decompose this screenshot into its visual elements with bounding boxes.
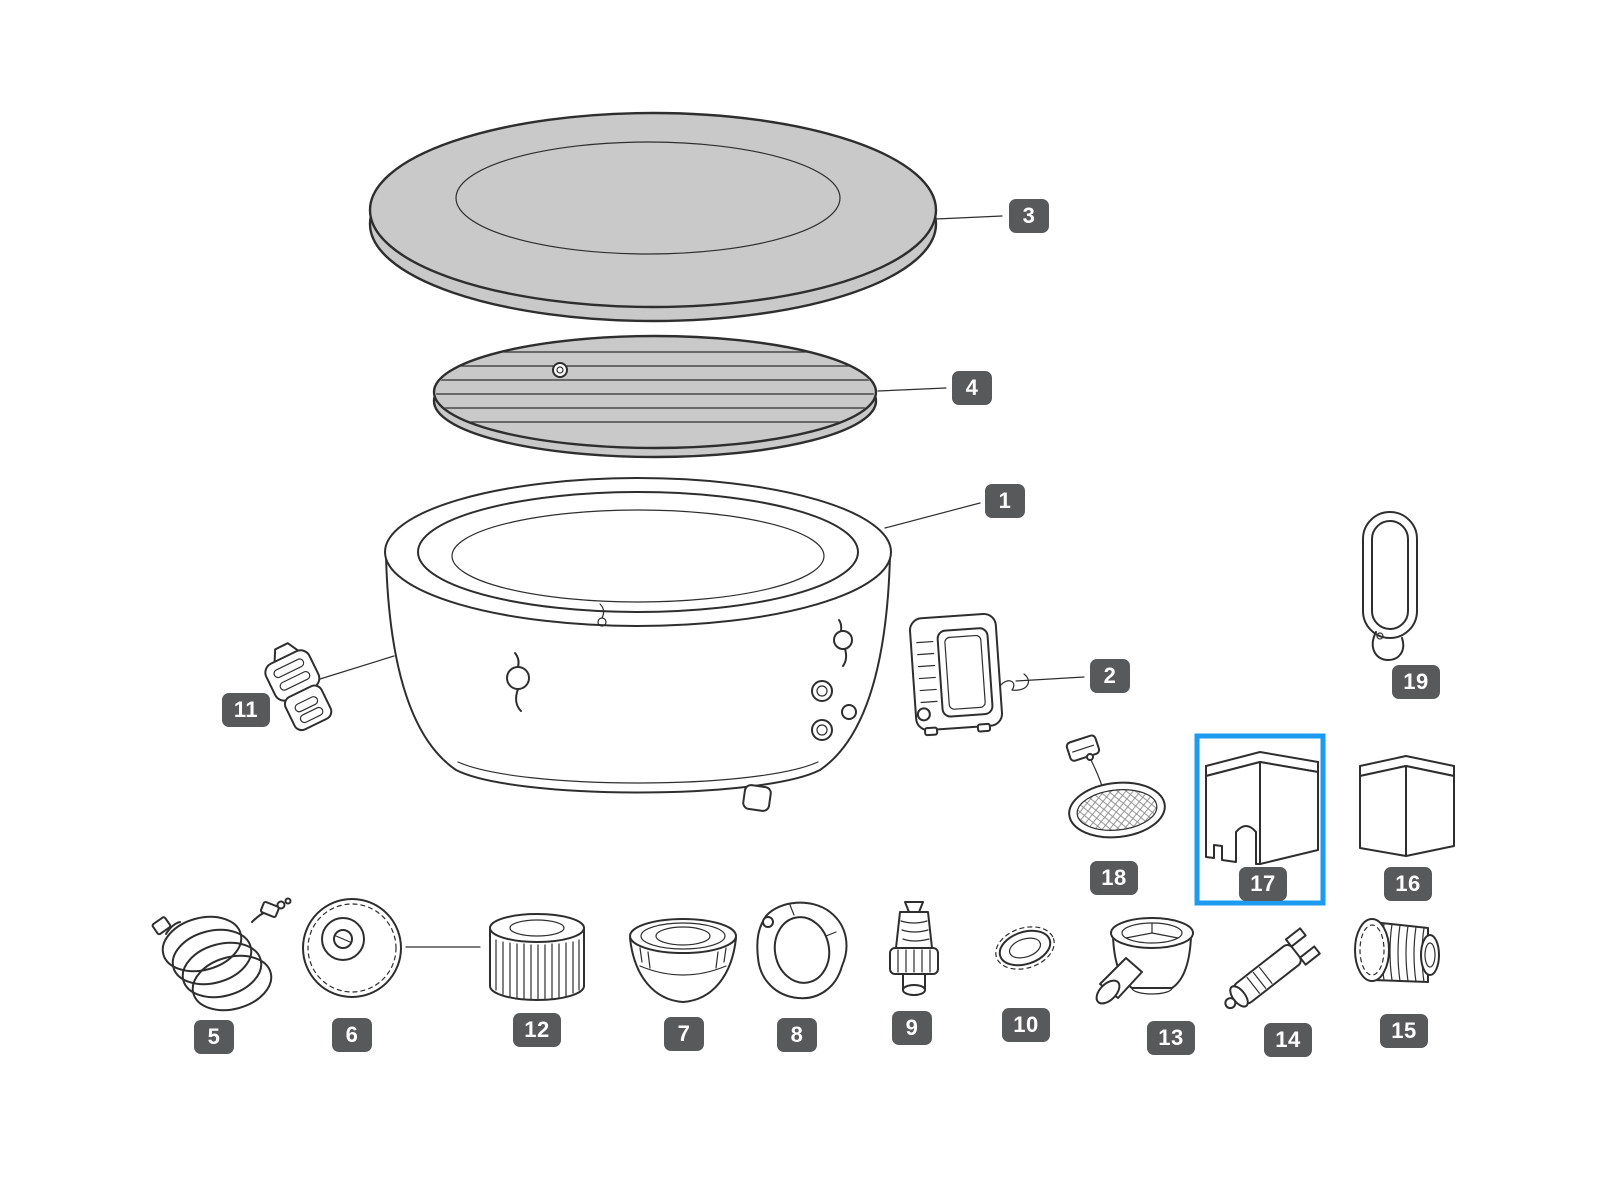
tub-foot <box>742 784 772 812</box>
part-label-18: 18 <box>1090 861 1138 895</box>
part-label-10: 10 <box>1002 1008 1050 1042</box>
part-4-inflatable-lid <box>432 334 878 459</box>
leader-lines <box>319 215 1085 948</box>
part-6-chemical-float <box>302 898 402 998</box>
part-label-7: 7 <box>664 1017 704 1051</box>
part-16-corner-cover <box>1359 755 1455 857</box>
part-19-strap <box>1362 511 1418 661</box>
part-label-3: 3 <box>1009 199 1049 233</box>
part-label-15: 15 <box>1380 1014 1428 1048</box>
part-label-5: 5 <box>194 1020 234 1054</box>
part-label-14: 14 <box>1264 1023 1312 1057</box>
part-11-strap-buckle <box>264 642 333 732</box>
part-label-13: 13 <box>1147 1021 1195 1055</box>
part-label-6: 6 <box>332 1018 372 1052</box>
part-1-spa-tub <box>384 477 892 812</box>
part-15-threaded-connector <box>1354 918 1440 983</box>
lid-valve <box>552 362 568 378</box>
part-10-ribbed-ring <box>995 926 1055 970</box>
part-18-scrubber-pad <box>1065 734 1166 839</box>
part-label-17: 17 <box>1239 867 1287 901</box>
part-7-filter-housing <box>629 918 737 1003</box>
part-label-2: 2 <box>1090 659 1130 693</box>
part-label-12: 12 <box>513 1013 561 1047</box>
part-label-8: 8 <box>777 1018 817 1052</box>
part-label-11: 11 <box>222 693 270 727</box>
tub-zipper-pull <box>597 603 607 627</box>
part-3-spa-cover <box>368 111 938 323</box>
tub-rope-hook-left <box>506 652 530 712</box>
part-12-filter-cartridge <box>489 913 585 1001</box>
tub-side-fittings <box>811 680 857 741</box>
part-17-highlight-box[interactable] <box>1194 733 1326 906</box>
part-2-pump-unit <box>909 612 1029 737</box>
part-9-hose-adapter <box>889 901 939 996</box>
pump-cord <box>999 673 1029 691</box>
part-label-19: 19 <box>1392 665 1440 699</box>
part-label-4: 4 <box>952 371 992 405</box>
part-5-coiled-hose <box>151 897 292 1012</box>
part-label-9: 9 <box>892 1011 932 1045</box>
part-13-valve-assembly <box>1095 917 1194 1005</box>
part-8-wrench-bracket <box>756 901 848 1000</box>
part-17-corner-cover[interactable] <box>1205 751 1319 865</box>
part-14-drain-tool <box>1224 927 1321 1010</box>
part-label-16: 16 <box>1384 867 1432 901</box>
part-label-1: 1 <box>985 484 1025 518</box>
tub-rope-hook-right <box>833 619 853 667</box>
